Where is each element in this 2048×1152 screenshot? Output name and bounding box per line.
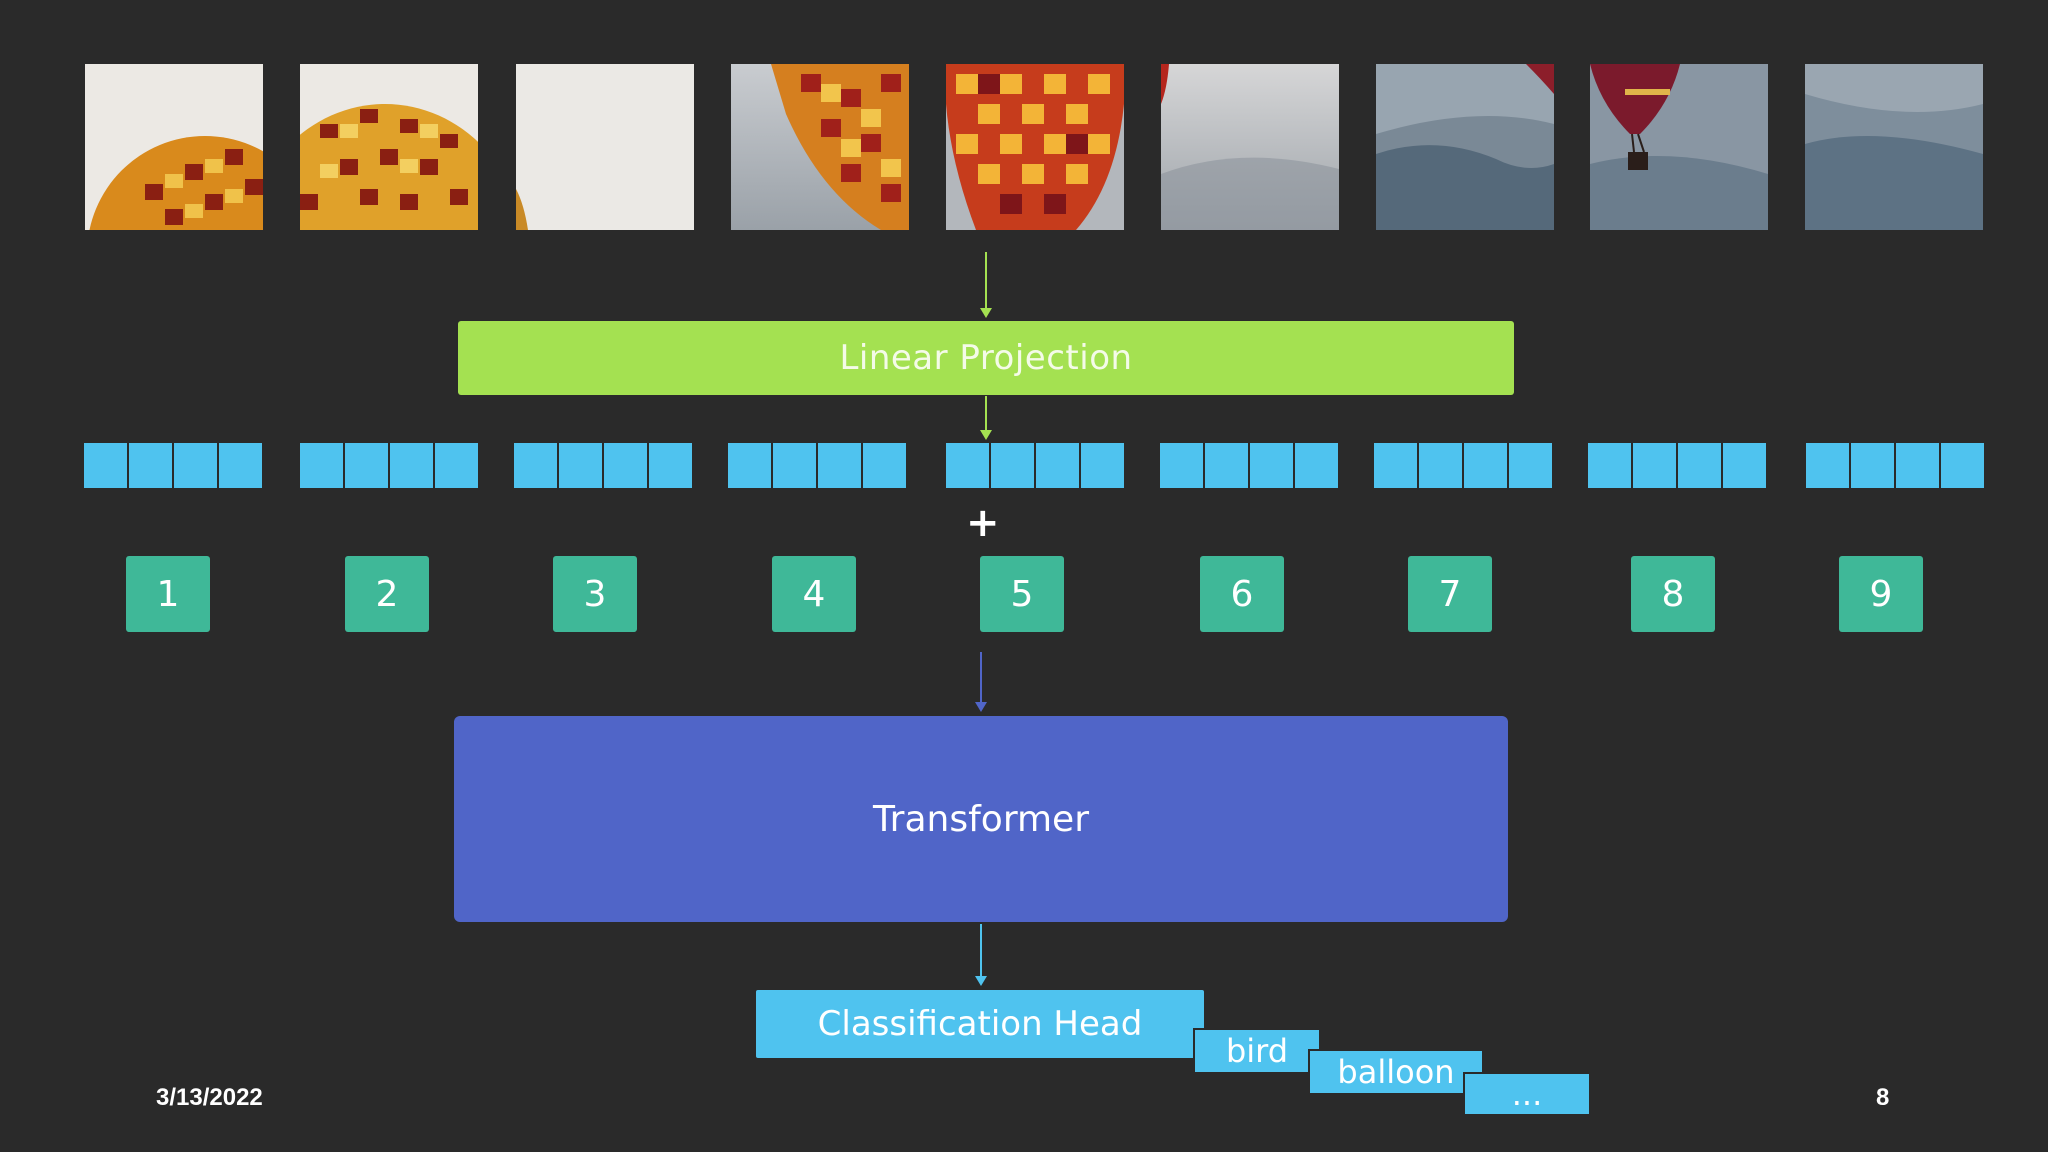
arrow-to-classification-head: [980, 924, 982, 978]
arrow-head-linear-projection: [980, 308, 992, 318]
transformer-block: Transformer: [454, 716, 1508, 922]
linear-projection-label: Linear Projection: [839, 338, 1133, 378]
arrow-head-transformer: [975, 702, 987, 712]
arrow-to-transformer: [980, 652, 982, 704]
image-patch-7: [1376, 64, 1554, 230]
class-output-more: ...: [1463, 1072, 1591, 1116]
slide-date: 3/13/2022: [156, 1084, 263, 1111]
transformer-label: Transformer: [872, 798, 1090, 840]
image-patch-9: [1805, 64, 1983, 230]
patch-embedding-4: [728, 443, 906, 488]
patch-embedding-3: [514, 443, 692, 488]
position-embedding-4: 4: [772, 556, 856, 632]
position-embedding-7: 7: [1408, 556, 1492, 632]
image-patch-5: [946, 64, 1124, 230]
class-output-balloon: balloon: [1308, 1049, 1484, 1095]
arrow-head-embeddings: [980, 430, 992, 440]
arrow-to-linear-projection: [985, 252, 987, 310]
arrow-head-classification-head: [975, 976, 987, 986]
patch-embedding-6: [1160, 443, 1338, 488]
position-embedding-1: 1: [126, 556, 210, 632]
position-embedding-2: 2: [345, 556, 429, 632]
position-embedding-6: 6: [1200, 556, 1284, 632]
classification-head-label: Classification Head: [817, 1004, 1143, 1044]
patch-embedding-1: [84, 443, 262, 488]
patch-embedding-8: [1588, 443, 1766, 488]
image-patch-2: [300, 64, 478, 230]
patch-embedding-2: [300, 443, 478, 488]
position-embedding-3: 3: [553, 556, 637, 632]
patch-embedding-7: [1374, 443, 1552, 488]
image-patch-1: [85, 64, 263, 230]
position-embedding-9: 9: [1839, 556, 1923, 632]
image-patch-8: [1590, 64, 1768, 230]
slide-page-number: 8: [1876, 1084, 1890, 1111]
patch-embedding-9: [1806, 443, 1984, 488]
position-embedding-5: 5: [980, 556, 1064, 632]
linear-projection-block: Linear Projection: [458, 321, 1514, 395]
patch-embedding-5: [946, 443, 1124, 488]
arrow-to-embeddings: [985, 396, 987, 432]
image-patch-6: [1161, 64, 1339, 230]
image-patch-3: [516, 64, 694, 230]
image-patch-4: [731, 64, 909, 230]
plus-sign: +: [966, 500, 1000, 546]
classification-head-block: Classification Head: [756, 990, 1204, 1058]
position-embedding-8: 8: [1631, 556, 1715, 632]
class-output-bird: bird: [1193, 1028, 1321, 1074]
